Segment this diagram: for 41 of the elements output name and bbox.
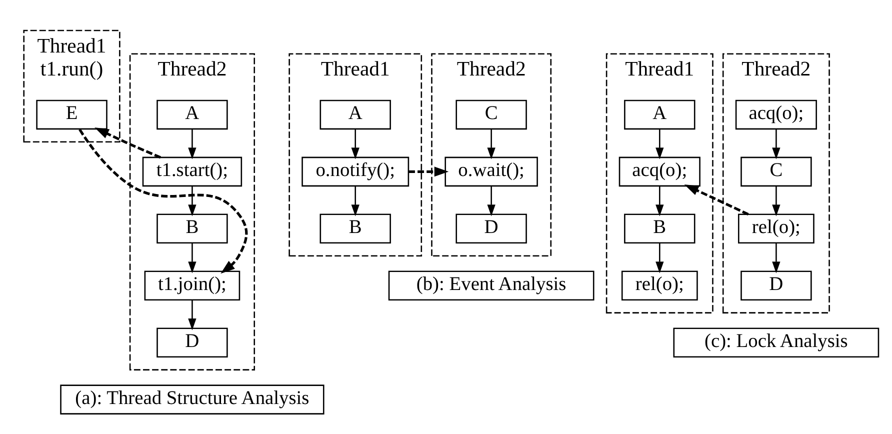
arrow (188, 129, 196, 160)
node-box: D (456, 214, 527, 244)
arrow (487, 129, 496, 160)
arrow (772, 243, 780, 274)
node-box: (b): Event Analysis (388, 270, 594, 301)
arrow (656, 243, 664, 274)
node-box: t1.start(); (142, 156, 242, 187)
node-box: A (624, 100, 696, 130)
node-box: C (456, 100, 527, 130)
node-box: C (740, 156, 812, 187)
arrow (78, 128, 248, 274)
node-box: acq(o); (735, 100, 817, 130)
node-box: t1.join(); (144, 270, 240, 301)
node-box: acq(o); (618, 156, 700, 187)
node-box: E (36, 100, 108, 130)
arrow (656, 186, 664, 216)
node-box: rel(o); (738, 214, 814, 244)
node-box: D (156, 328, 228, 358)
node-box: (a): Thread Structure Analysis (60, 384, 324, 414)
arrow (772, 129, 780, 160)
node-box: B (320, 214, 391, 244)
arrow (408, 166, 449, 177)
node-box: B (624, 214, 696, 244)
node-box: o.notify(); (302, 156, 410, 187)
node-box: A (320, 100, 391, 130)
arrow (487, 186, 496, 216)
arrow (188, 186, 196, 216)
arrow (772, 186, 780, 216)
arrow (188, 243, 196, 274)
node-box: A (156, 100, 228, 130)
node-box: o.wait(); (444, 156, 538, 187)
arrow (351, 186, 360, 216)
arrow (188, 300, 196, 330)
arrow (684, 184, 749, 216)
arrow (94, 127, 162, 159)
node-box: D (740, 270, 812, 301)
node-box: B (156, 214, 228, 244)
node-box: rel(o); (621, 270, 698, 301)
arrow (351, 129, 360, 160)
node-box: (c): Lock Analysis (673, 328, 880, 358)
arrow (656, 129, 664, 160)
